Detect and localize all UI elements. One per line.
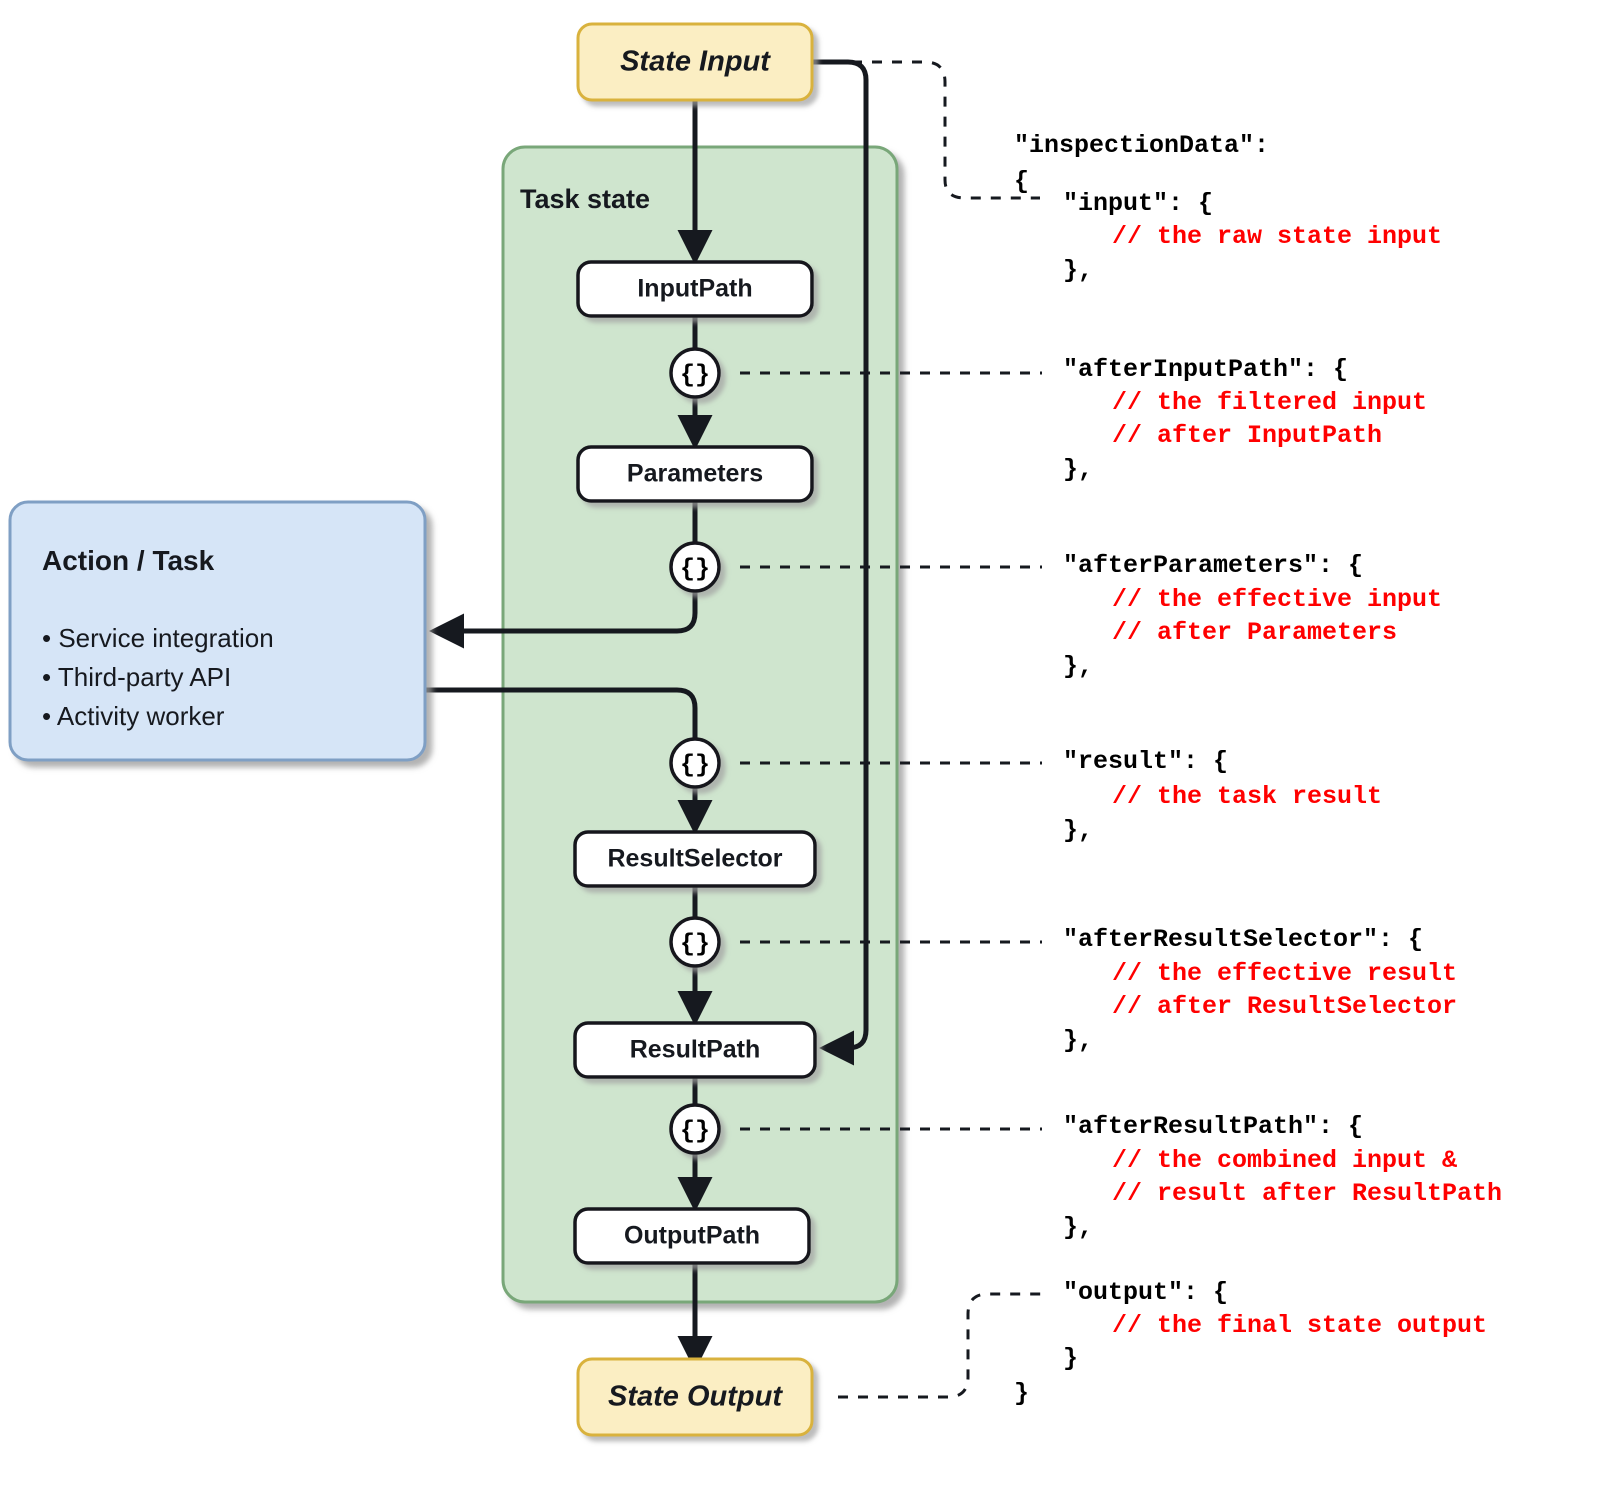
brace-node-result[interactable]: {} xyxy=(669,737,721,789)
state-input-box[interactable] xyxy=(576,22,814,102)
code-block-afterparameters-close: }, xyxy=(1063,652,1093,681)
result-path-box[interactable] xyxy=(573,1021,817,1079)
code-block-afterresultselector: "afterResultSelector": { // the effectiv… xyxy=(1063,925,1457,1055)
task-state-group: Task state xyxy=(501,145,899,1304)
state-output-label: State Output xyxy=(608,1381,783,1413)
input-path-label: InputPath xyxy=(637,275,752,303)
brace-node-after-parameters[interactable]: {} xyxy=(669,541,721,593)
node-result-path[interactable]: ResultPath xyxy=(573,1021,817,1079)
code-block-afterresultselector-key: "afterResultSelector": { xyxy=(1063,925,1423,954)
code-block-afterparameters-comment-0: // the effective input xyxy=(1112,585,1442,614)
code-block-result-close: }, xyxy=(1063,816,1093,845)
code-block-afterinputpath-comment-1: // after InputPath xyxy=(1112,421,1382,450)
code-block-afterresultselector-comment-0: // the effective result xyxy=(1112,959,1457,988)
code-root-close: } xyxy=(1014,1379,1029,1408)
result-selector-box[interactable] xyxy=(573,830,817,888)
code-block-afterinputpath-key: "afterInputPath": { xyxy=(1063,355,1348,384)
callout-input xyxy=(812,60,1040,200)
action-task-title: Action / Task xyxy=(42,545,215,576)
code-block-afterresultpath-key: "afterResultPath": { xyxy=(1063,1112,1363,1141)
code-block-input-key: "input": { xyxy=(1063,189,1213,218)
input-path-box[interactable] xyxy=(576,260,814,318)
brace-glyph-2: {} xyxy=(680,555,710,584)
brace-circle-2[interactable] xyxy=(669,541,721,593)
code-block-input-comment-0: // the raw state input xyxy=(1112,222,1442,251)
code-block-afterresultpath-close: }, xyxy=(1063,1213,1093,1242)
callout-output xyxy=(838,1292,1042,1399)
brace-node-after-inputpath[interactable]: {} xyxy=(669,347,721,399)
code-block-afterparameters-comment-1: // after Parameters xyxy=(1112,618,1397,647)
brace-node-after-resultpath[interactable]: {} xyxy=(669,1103,721,1155)
code-block-result-key: "result": { xyxy=(1063,747,1228,776)
action-task-bullet-1: • Third-party API xyxy=(42,662,231,692)
node-result-selector[interactable]: ResultSelector xyxy=(573,830,817,888)
output-path-label: OutputPath xyxy=(624,1222,760,1250)
code-block-result-comment-0: // the task result xyxy=(1112,782,1382,811)
code-root-key: "inspectionData": xyxy=(1014,131,1269,160)
brace-circle-4[interactable] xyxy=(669,916,721,968)
brace-glyph-3: {} xyxy=(680,751,710,780)
action-task-bullet-0: • Service integration xyxy=(42,623,274,653)
brace-circle-5[interactable] xyxy=(669,1103,721,1155)
code-block-output: "output": { // the final state output } xyxy=(1063,1278,1487,1373)
brace-glyph-1: {} xyxy=(680,361,710,390)
code-block-input: "input": { // the raw state input }, xyxy=(1063,189,1442,285)
brace-glyph-4: {} xyxy=(680,930,710,959)
code-block-afterinputpath-comment-0: // the filtered input xyxy=(1112,388,1427,417)
code-block-afterparameters: "afterParameters": { // the effective in… xyxy=(1063,551,1442,681)
edge-action-task-to-brace3 xyxy=(425,687,698,740)
state-input-label: State Input xyxy=(620,46,771,78)
code-block-afterresultpath-comment-1: // result after ResultPath xyxy=(1112,1179,1502,1208)
code-block-afterresultpath-comment-0: // the combined input & xyxy=(1112,1146,1457,1175)
code-block-afterresultpath: "afterResultPath": { // the combined inp… xyxy=(1063,1112,1502,1242)
code-block-afterresultselector-comment-1: // after ResultSelector xyxy=(1112,992,1457,1021)
state-input-node[interactable]: State Input xyxy=(576,22,814,102)
code-block-afterinputpath-close: }, xyxy=(1063,455,1093,484)
action-task-panel[interactable]: Action / Task • Service integration • Th… xyxy=(8,500,427,762)
result-path-label: ResultPath xyxy=(630,1036,761,1064)
code-block-afterinputpath: "afterInputPath": { // the filtered inpu… xyxy=(1063,355,1427,484)
inspection-data-code: "inspectionData": { "input": { // the ra… xyxy=(1014,131,1502,1408)
callout-connectors xyxy=(740,60,1042,1399)
code-root-open: { xyxy=(1014,167,1029,196)
node-parameters[interactable]: Parameters xyxy=(576,445,814,503)
brace-circle-3[interactable] xyxy=(669,737,721,789)
code-block-output-comment-0: // the final state output xyxy=(1112,1311,1487,1340)
state-output-node[interactable]: State Output xyxy=(576,1357,814,1437)
node-input-path[interactable]: InputPath xyxy=(576,260,814,318)
action-task-bullet-2: • Activity worker xyxy=(42,701,225,731)
code-block-afterparameters-key: "afterParameters": { xyxy=(1063,551,1363,580)
task-state-title: Task state xyxy=(520,184,650,214)
brace-glyph-5: {} xyxy=(680,1117,710,1146)
state-output-box[interactable] xyxy=(576,1357,814,1437)
node-output-path[interactable]: OutputPath xyxy=(573,1207,811,1265)
brace-circle-1[interactable] xyxy=(669,347,721,399)
code-block-output-key: "output": { xyxy=(1063,1278,1228,1307)
output-path-box[interactable] xyxy=(573,1207,811,1265)
parameters-label: Parameters xyxy=(627,460,763,488)
code-block-output-close: } xyxy=(1063,1344,1078,1373)
code-block-afterresultselector-close: }, xyxy=(1063,1026,1093,1055)
task-state-container xyxy=(501,145,899,1304)
action-task-box[interactable] xyxy=(8,500,427,762)
edge-brace2-to-action-task xyxy=(428,591,698,649)
code-block-input-close: }, xyxy=(1063,256,1093,285)
code-block-result: "result": { // the task result }, xyxy=(1063,747,1382,845)
brace-node-after-resultselector[interactable]: {} xyxy=(669,916,721,968)
result-selector-label: ResultSelector xyxy=(607,845,782,873)
parameters-box[interactable] xyxy=(576,445,814,503)
